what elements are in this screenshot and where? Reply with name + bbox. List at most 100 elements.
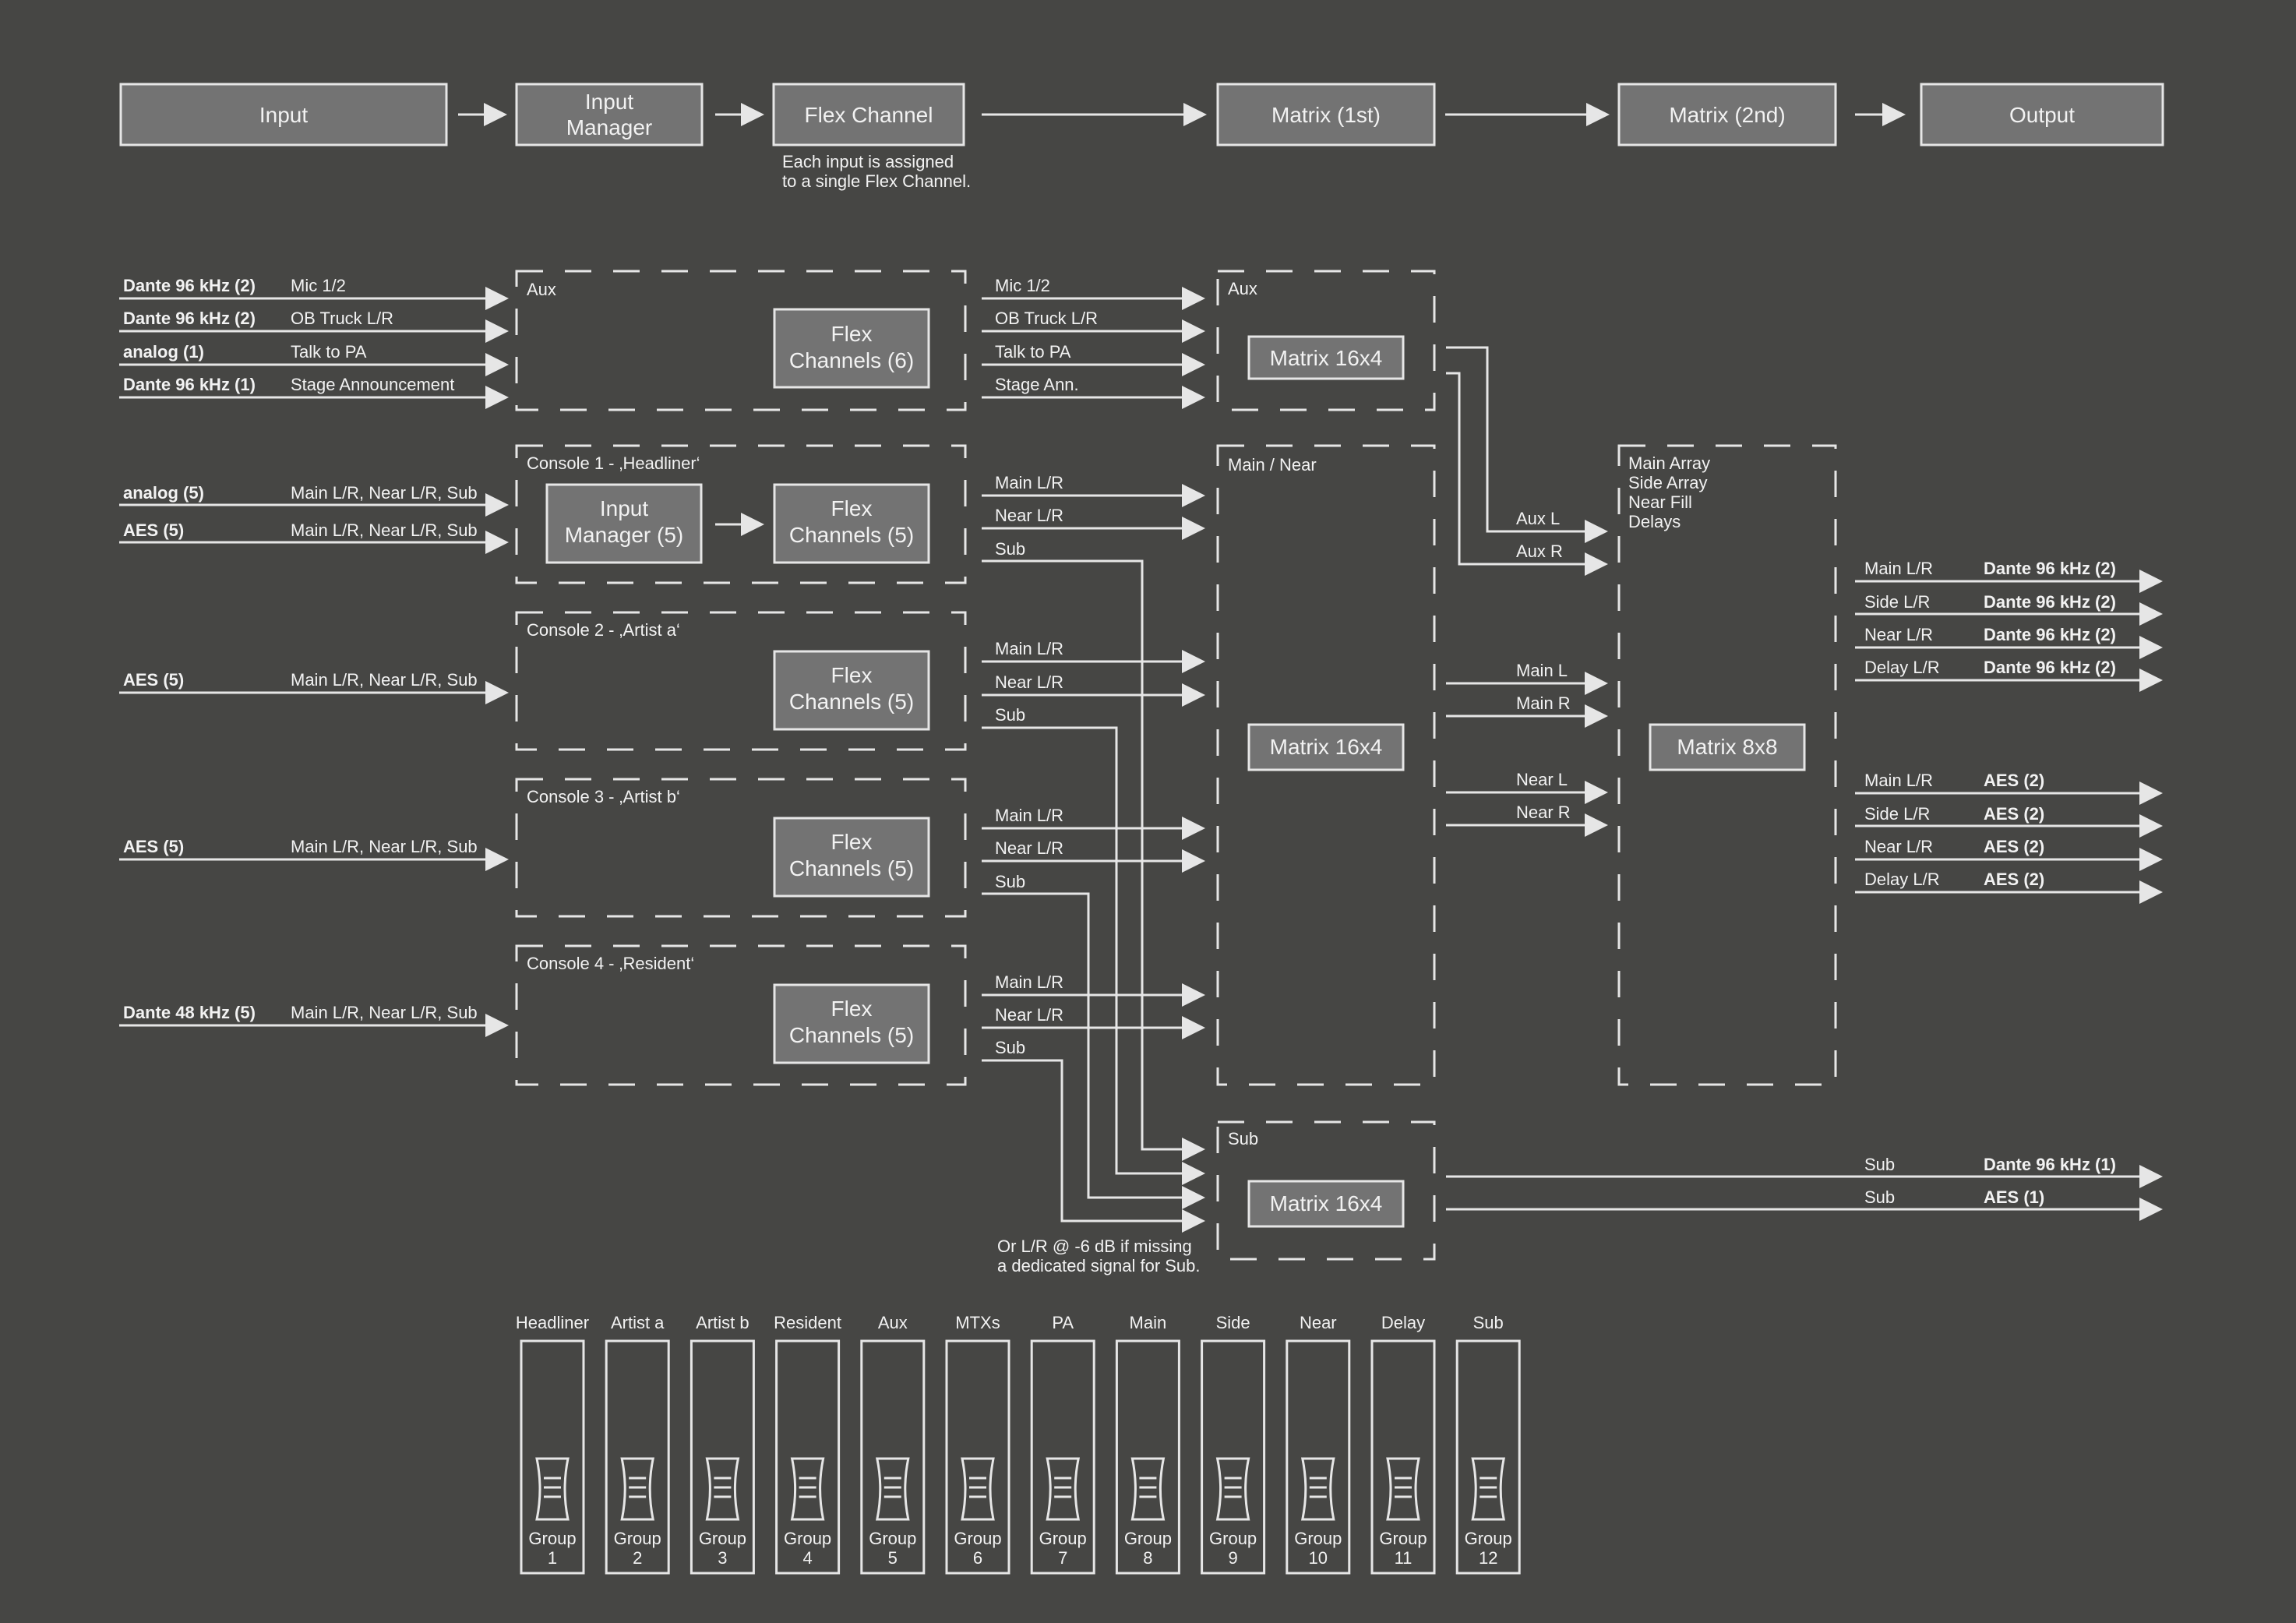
fader-knob-icon[interactable] — [1046, 1457, 1081, 1521]
out-dante-name-3: Near L/R — [1864, 625, 1933, 644]
fader-knob-icon[interactable] — [1386, 1457, 1420, 1521]
console1-input-name-1: Main L/R, Near L/R, Sub — [291, 483, 478, 503]
fader-group-number: 6 — [973, 1548, 982, 1568]
console3-input-name: Main L/R, Near L/R, Sub — [291, 837, 478, 856]
matrix1-sub-title: Sub — [1228, 1129, 1258, 1148]
out-aes-name-1: Main L/R — [1864, 771, 1933, 790]
console2-input-name: Main L/R, Near L/R, Sub — [291, 670, 478, 690]
matrix1-aux-box — [1247, 335, 1405, 380]
matrix2-label-delays: Delays — [1628, 512, 1681, 531]
matrix2-matrix-label: Matrix 8x8 — [1677, 735, 1777, 759]
fader-label: Artist a — [611, 1313, 665, 1332]
main-l-label: Main L — [1516, 661, 1568, 680]
fader-knob-icon[interactable] — [1471, 1457, 1506, 1521]
console2-out-near: Near L/R — [995, 672, 1063, 692]
fader-channel-frame — [690, 1339, 755, 1575]
out-sub-name-2: Sub — [1864, 1187, 1895, 1207]
fader-channel-frame — [1201, 1339, 1266, 1575]
input-manager-line2: Manager — [566, 115, 653, 139]
out-aes-format-4: AES (2) — [1984, 870, 2044, 889]
fader-knob-icon[interactable] — [790, 1457, 825, 1521]
aux-input-source-1: Dante 96 kHz (2) — [123, 276, 256, 295]
aux-r-label: Aux R — [1516, 542, 1563, 561]
pipeline-output-box — [1920, 83, 2164, 146]
console1-out-main: Main L/R — [995, 473, 1063, 492]
console1-im-line2: Manager (5) — [565, 523, 684, 547]
console2-flex-line1: Flex — [831, 663, 873, 687]
fader-channel-frame — [945, 1339, 1010, 1575]
console1-out-near: Near L/R — [995, 506, 1063, 525]
console3-out-sub: Sub — [995, 872, 1025, 891]
aux-input-source-3: analog (1) — [123, 342, 204, 362]
console1-flex-line2: Channels (5) — [789, 523, 914, 547]
console2-out-sub: Sub — [995, 705, 1025, 725]
fader-knob-icon[interactable] — [1130, 1457, 1166, 1521]
console3-out-near: Near L/R — [995, 838, 1063, 858]
out-dante-format-1: Dante 96 kHz (2) — [1984, 559, 2116, 578]
console-2-group: AES (5) Main L/R, Near L/R, Sub Console … — [119, 611, 1205, 1185]
matrix1-stage: Aux Matrix 16x4 Aux L Aux R Main / Near … — [997, 270, 1608, 1275]
matrix2-frame — [1617, 444, 1837, 1086]
fader-label: Sub — [1473, 1313, 1504, 1332]
out-sub-format-1: Dante 96 kHz (1) — [1984, 1155, 2116, 1174]
aux-out-label-4: Stage Ann. — [995, 375, 1079, 394]
console-1-group: analog (5) Main L/R, Near L/R, Sub AES (… — [119, 444, 1205, 1161]
fader-label: Aux — [878, 1313, 908, 1332]
fader-group-label: Group — [1379, 1529, 1427, 1548]
console1-input-name-2: Main L/R, Near L/R, Sub — [291, 520, 478, 540]
fader-group-number: 4 — [802, 1548, 812, 1568]
console4-out-sub: Sub — [995, 1038, 1025, 1057]
fader-knob-icon[interactable] — [875, 1457, 910, 1521]
aux-input-source-4: Dante 96 kHz (1) — [123, 375, 256, 394]
fader-knob-icon[interactable] — [705, 1457, 740, 1521]
matrix1-aux-label: Matrix 16x4 — [1270, 346, 1383, 370]
fader-knob-icon[interactable] — [535, 1457, 570, 1521]
fader-knob-icon[interactable] — [1300, 1457, 1335, 1521]
fader-knob-icon[interactable] — [961, 1457, 995, 1521]
fader-channel-frame — [775, 1339, 841, 1575]
aux-out-label-3: Talk to PA — [995, 342, 1071, 362]
fader-group-label: Group — [1294, 1529, 1342, 1548]
console2-flex-box — [773, 650, 930, 731]
out-aes-name-2: Side L/R — [1864, 804, 1930, 824]
flex-note-line1: Each input is assigned — [782, 152, 954, 171]
fader-group-label: Group — [1124, 1529, 1172, 1548]
pipeline-step-output: Output — [2009, 103, 2075, 127]
fader-group-label: Group — [699, 1529, 746, 1548]
matrix2-label-main-array: Main Array — [1628, 453, 1710, 473]
out-aes-format-2: AES (2) — [1984, 804, 2044, 824]
console4-flex-line1: Flex — [831, 997, 873, 1021]
fader-channel-frame — [605, 1339, 670, 1575]
input-manager-line1: Input — [585, 90, 633, 114]
pipeline-step-matrix2: Matrix (2nd) — [1669, 103, 1785, 127]
aux-input-name-3: Talk to PA — [291, 342, 367, 362]
fader-channel-frame — [520, 1339, 585, 1575]
fader-label: MTXs — [955, 1313, 1000, 1332]
aux-l-label: Aux L — [1516, 509, 1560, 528]
console4-sub-route — [982, 1059, 1205, 1233]
matrix1-aux-title: Aux — [1228, 279, 1257, 298]
fader-group-label: Group — [1039, 1529, 1087, 1548]
console2-flex-line2: Channels (5) — [789, 690, 914, 714]
fader-channel-frame — [1030, 1339, 1095, 1575]
fader-group-number: 8 — [1143, 1548, 1152, 1568]
aux-inputs: Dante 96 kHz (2) Mic 1/2 Dante 96 kHz (2… — [119, 276, 509, 409]
out-aes-name-4: Delay L/R — [1864, 870, 1940, 889]
fader-knob-icon[interactable] — [620, 1457, 655, 1521]
out-dante-format-2: Dante 96 kHz (2) — [1984, 592, 2116, 612]
fader-group-number: 12 — [1479, 1548, 1497, 1568]
aux-out-label-2: OB Truck L/R — [995, 309, 1098, 328]
fader-channel-frame — [1286, 1339, 1351, 1575]
fader-label: Near — [1300, 1313, 1337, 1332]
fader-knob-icon[interactable] — [1215, 1457, 1250, 1521]
matrix1-main-near-box — [1247, 723, 1405, 771]
pipeline-matrix2-box — [1617, 83, 1837, 146]
